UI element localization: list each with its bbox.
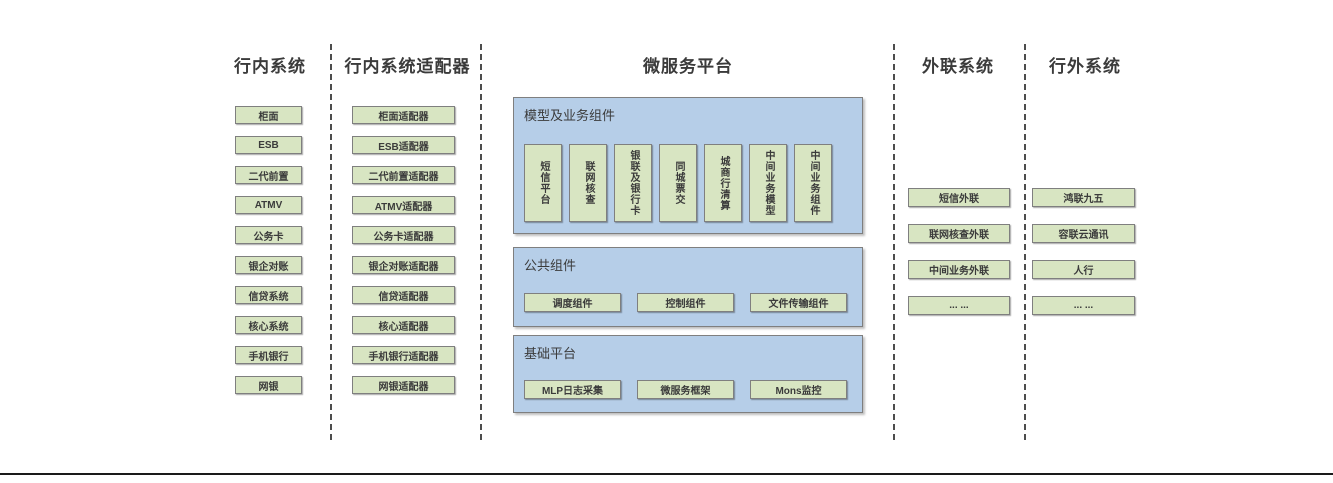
external-link-box: 中间业务外联 (908, 260, 1010, 279)
outside-bank-systems-list: 鸿联九五容联云通讯人行 ... ... (1032, 188, 1135, 315)
column-title-outside-bank-systems: 行外系统 (1049, 57, 1121, 76)
column-title-internal-systems: 行内系统 (234, 57, 306, 76)
internal-system-box: 核心系统 (235, 316, 302, 334)
column-title-microservice-platform: 微服务平台 (643, 57, 733, 76)
adapter-box: 核心适配器 (352, 316, 455, 334)
internal-system-box: ATMV (235, 196, 302, 214)
adapter-box: 信贷适配器 (352, 286, 455, 304)
common-components-list: 调度组件控制组件文件传输组件 (524, 293, 862, 312)
common-component-box: 调度组件 (524, 293, 621, 312)
model-component-box: 中间业务组件 (794, 144, 832, 222)
internal-system-box: 柜面 (235, 106, 302, 124)
external-link-box: 联网核查外联 (908, 224, 1010, 243)
common-component-box: 控制组件 (637, 293, 734, 312)
adapter-box: 柜面适配器 (352, 106, 455, 124)
adapter-box: 公务卡适配器 (352, 226, 455, 244)
internal-system-box: ESB (235, 136, 302, 154)
column-title-external-link-systems: 外联系统 (922, 57, 994, 76)
internal-system-box: 手机银行 (235, 346, 302, 364)
base-platform-components-list: MLP日志采集微服务框架 Mons监控 (524, 380, 862, 399)
column-separator-4 (1024, 44, 1026, 440)
internal-system-box: 公务卡 (235, 226, 302, 244)
panel-title-common-components: 公共组件 (524, 258, 577, 273)
external-link-systems-list: 短信外联联网核查外联中间业务外联 ... ... (908, 188, 1010, 315)
base-platform-component-box: Mons监控 (750, 380, 847, 399)
model-component-box: 同城票交 (659, 144, 697, 222)
internal-system-box: 信贷系统 (235, 286, 302, 304)
internal-system-box: 二代前置 (235, 166, 302, 184)
column-separator-1 (330, 44, 332, 440)
panel-common-components: 公共组件 调度组件控制组件文件传输组件 (513, 247, 863, 327)
external-link-box: 短信外联 (908, 188, 1010, 207)
column-title-internal-adapters: 行内系统适配器 (344, 57, 471, 76)
model-component-box: 中间业务模型 (749, 144, 787, 222)
external-link-box: ... ... (908, 296, 1010, 315)
panel-model-business-components: 模型及业务组件 短信平台联网核查银联及银行卡同城票交城商行清算中间业务模型中间业… (513, 97, 863, 234)
internal-adapters-list: 柜面适配器 ESB适配器二代前置适配器 ATMV适配器公务卡适配器银企对账适配器信贷… (352, 106, 455, 394)
panel-title-base-platform: 基础平台 (524, 346, 577, 361)
internal-system-box: 网银 (235, 376, 302, 394)
base-platform-component-box: 微服务框架 (637, 380, 734, 399)
model-component-box: 联网核查 (569, 144, 607, 222)
adapter-box: ESB适配器 (352, 136, 455, 154)
adapter-box: ATMV适配器 (352, 196, 455, 214)
internal-system-box: 银企对账 (235, 256, 302, 274)
column-separator-3 (893, 44, 895, 440)
outside-bank-box: ... ... (1032, 296, 1135, 315)
outside-bank-box: 容联云通讯 (1032, 224, 1135, 243)
model-business-components-list: 短信平台联网核查银联及银行卡同城票交城商行清算中间业务模型中间业务组件 (524, 144, 862, 222)
common-component-box: 文件传输组件 (750, 293, 847, 312)
panel-base-platform: 基础平台 MLP日志采集微服务框架 Mons监控 (513, 335, 863, 413)
model-component-box: 银联及银行卡 (614, 144, 652, 222)
adapter-box: 银企对账适配器 (352, 256, 455, 274)
internal-systems-list: 柜面 ESB 二代前置 ATMV 公务卡银企对账信贷系统核心系统手机银行网银 (235, 106, 302, 394)
adapter-box: 网银适配器 (352, 376, 455, 394)
bottom-border-line (0, 473, 1333, 475)
adapter-box: 二代前置适配器 (352, 166, 455, 184)
model-component-box: 城商行清算 (704, 144, 742, 222)
panel-title-model-business-components: 模型及业务组件 (524, 108, 616, 123)
adapter-box: 手机银行适配器 (352, 346, 455, 364)
model-component-box: 短信平台 (524, 144, 562, 222)
base-platform-component-box: MLP日志采集 (524, 380, 621, 399)
outside-bank-box: 鸿联九五 (1032, 188, 1135, 207)
outside-bank-box: 人行 (1032, 260, 1135, 279)
column-separator-2 (480, 44, 482, 440)
